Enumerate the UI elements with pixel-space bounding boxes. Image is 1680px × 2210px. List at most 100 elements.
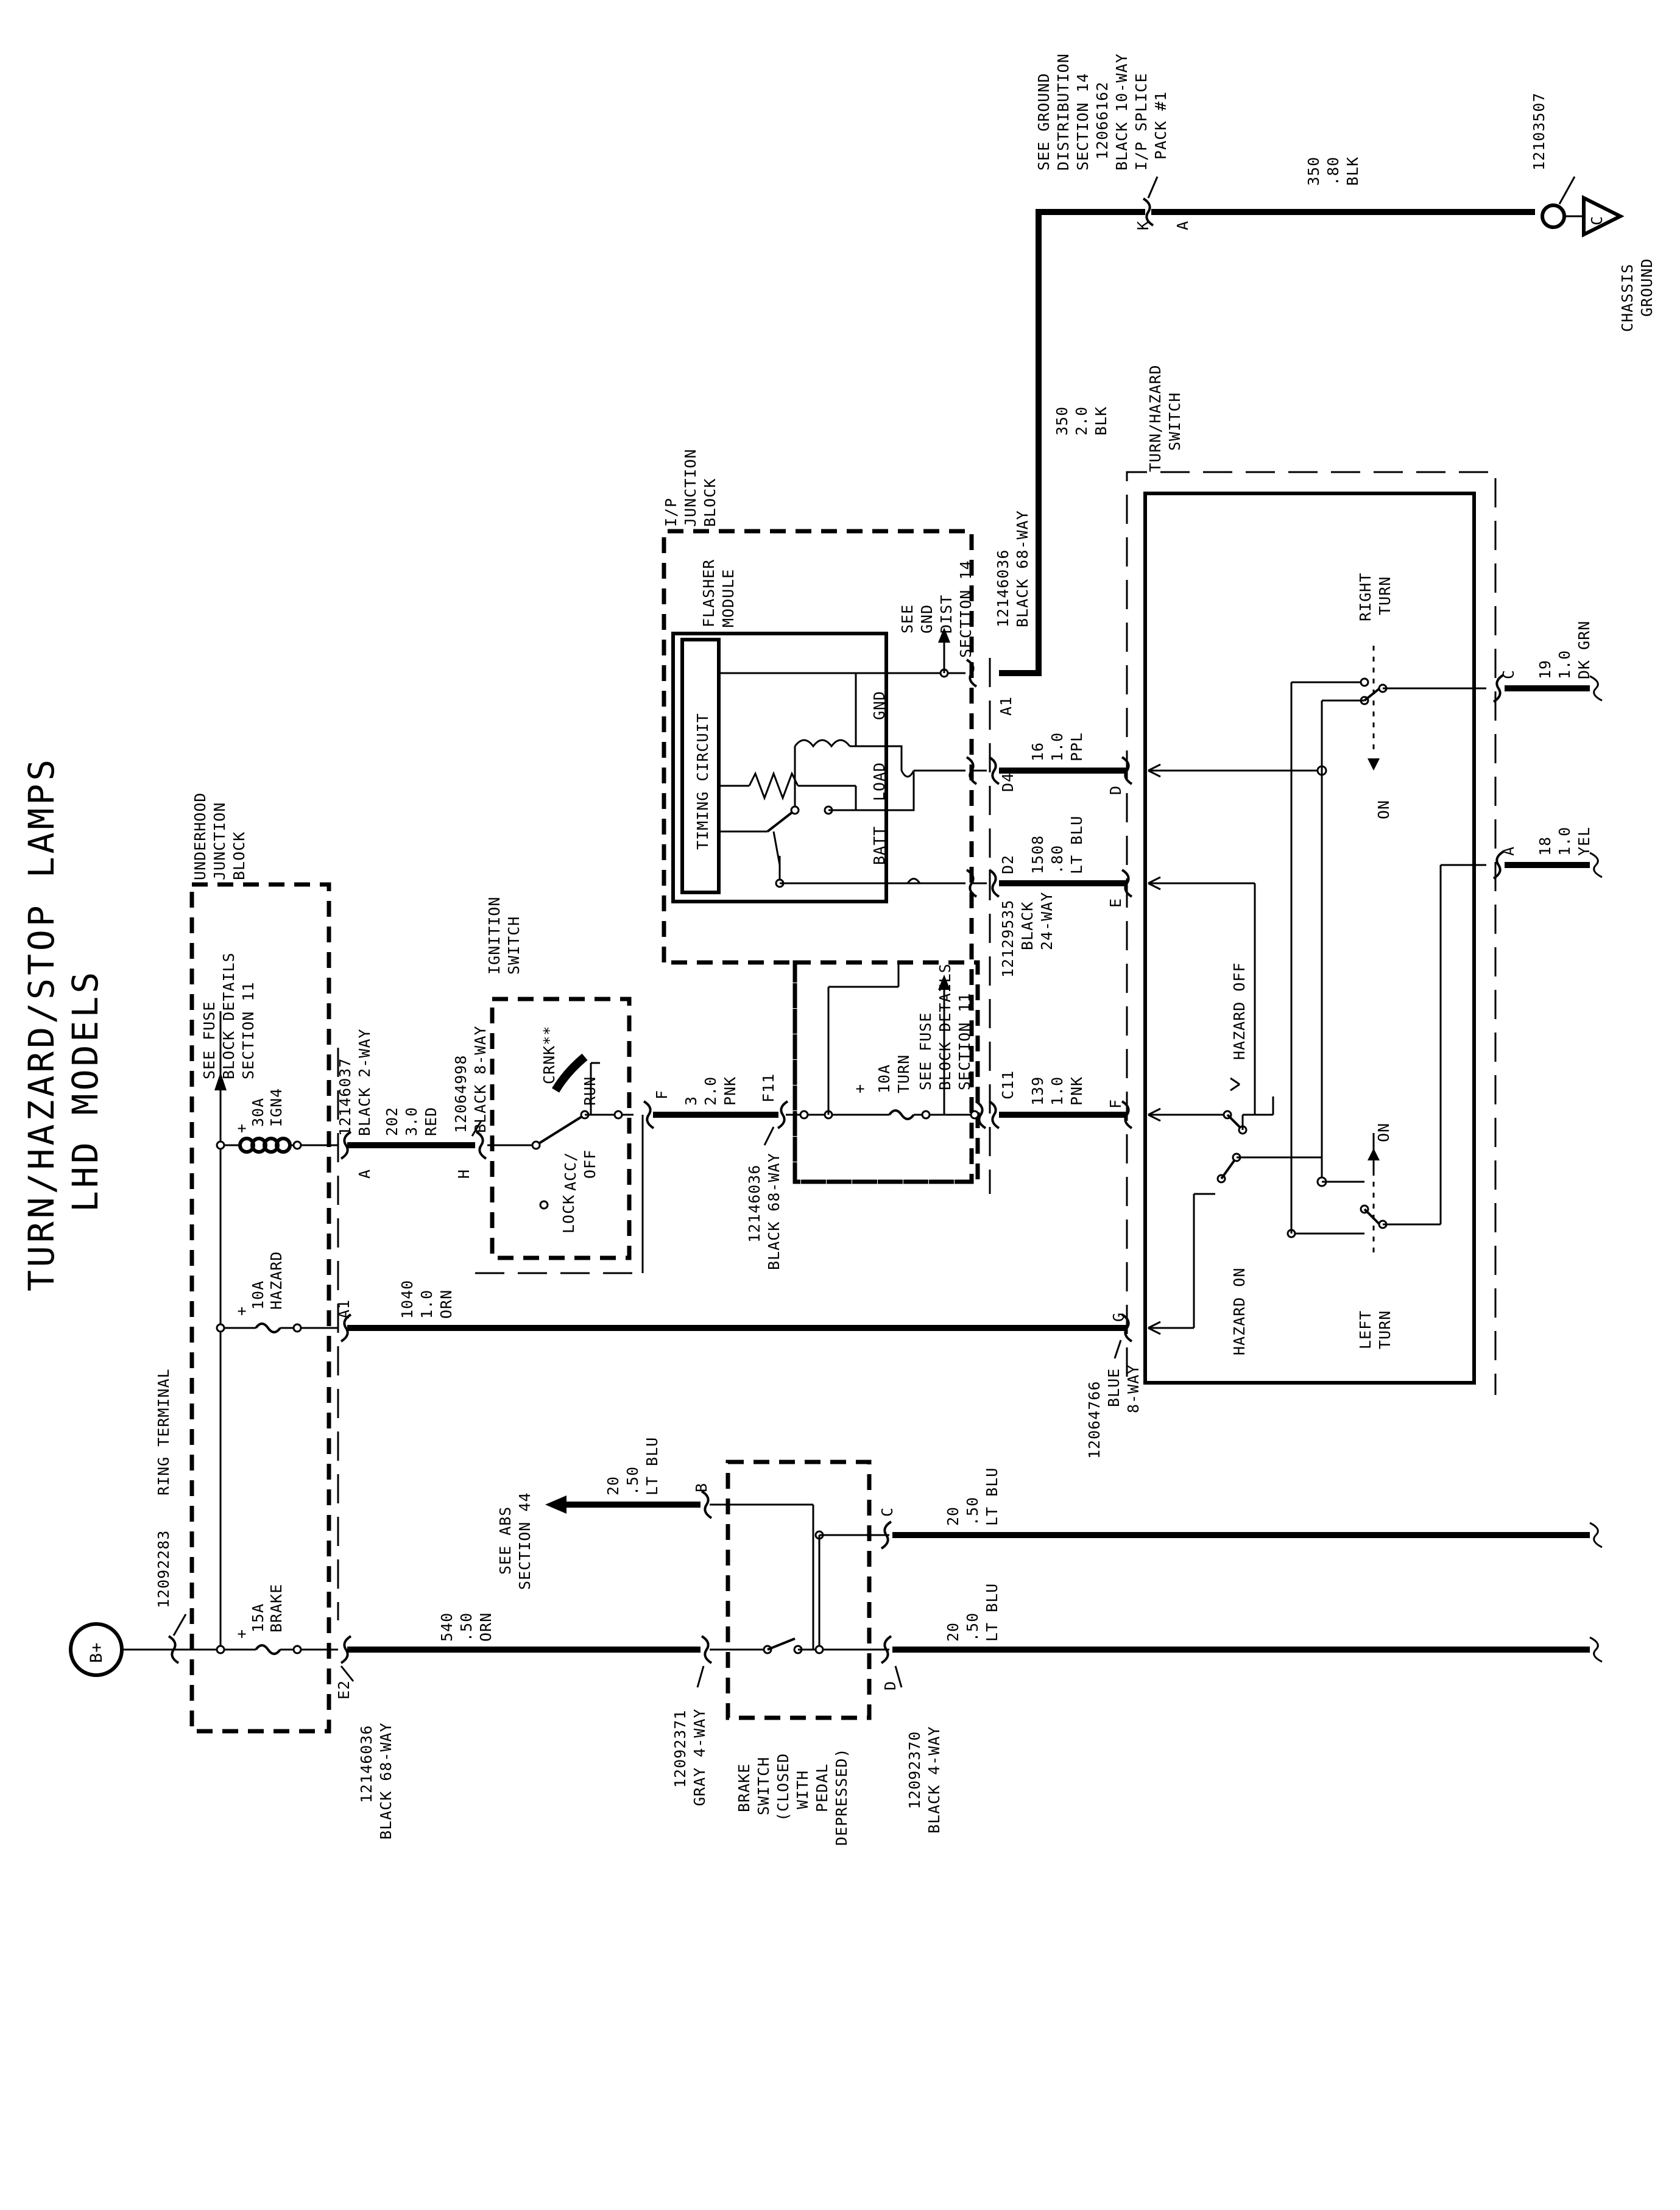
gnd-note-3: DIST	[937, 595, 955, 634]
ip-connector-mid-ways: 24-WAY	[1038, 892, 1056, 950]
ignition-connector-desc: BLACK 8-WAY	[471, 1025, 489, 1133]
wire-1508-color: LT BLU	[1068, 816, 1085, 874]
wire-19-color: DK GRN	[1575, 621, 1593, 679]
ignition-off: OFF	[581, 1149, 599, 1179]
hazard-on-label: HAZARD ON	[1230, 1268, 1248, 1355]
wire-1040-color: ORN	[437, 1290, 455, 1319]
brake-pin-c: C	[878, 1507, 896, 1517]
battery-label: B+	[87, 1642, 106, 1663]
ignition-switch: H 12064998 BLACK 8-WAY IGNITION SWITCH L…	[452, 897, 671, 1274]
ground-eyelet-part: 12103507	[1530, 93, 1548, 171]
turn-fuse-plus: +	[851, 1084, 869, 1093]
relay-coil	[794, 739, 851, 748]
wire-20b-gauge: .50	[964, 1497, 981, 1526]
wire-350-color: BLK	[1092, 406, 1110, 436]
title-line-1: TURN/HAZARD/STOP LAMPS	[21, 757, 62, 1291]
fuse-note-3: SECTION 11	[239, 981, 257, 1079]
wire-20c-color: LT BLU	[983, 1583, 1001, 1642]
pin-e2-label: E2	[335, 1680, 353, 1700]
ip-name-1: I/P	[662, 498, 680, 527]
ground-pin-a: A	[1174, 221, 1191, 230]
ignition-switch-outline	[490, 997, 632, 1260]
wire-350b-color: BLK	[1344, 157, 1361, 186]
brake-desc-2: SWITCH	[755, 1757, 772, 1815]
ip-block-outline	[662, 529, 974, 1184]
fuse-note-2: BLOCK DETAILS	[220, 952, 238, 1079]
connector-12146036-desc: BLACK 68-WAY	[377, 1722, 395, 1840]
brake-desc-3: (CLOSED	[774, 1753, 792, 1821]
chassis-ground-name-2: GROUND	[1638, 258, 1656, 317]
plus-sign: +	[233, 1306, 250, 1316]
wire-19-circuit: 19	[1536, 660, 1554, 679]
flasher-module-outline	[671, 632, 888, 903]
wire-18-circuit: 18	[1536, 836, 1554, 856]
brake-switch-outline	[725, 1460, 872, 1720]
wire-3-color: PNK	[721, 1076, 739, 1106]
underhood-block-outline	[189, 882, 331, 1734]
wire-540-color: ORN	[477, 1612, 495, 1642]
wire-350-gauge: 2.0	[1073, 406, 1090, 436]
ground-symbol-letter: C	[1588, 216, 1606, 225]
turn-switch-connector-ways: 8-WAY	[1124, 1364, 1142, 1413]
splice-note-7: PACK #1	[1152, 91, 1170, 160]
ip-connector-bottom-part: 12146036	[746, 1165, 763, 1243]
flasher-term-batt: BATT	[870, 826, 888, 865]
brake-connector-out-part: 12092370	[906, 1731, 923, 1809]
flasher-name-2: MODULE	[719, 569, 737, 627]
splice-note-6: I/P SPLICE	[1132, 72, 1150, 171]
turn-switch-pin-e: E	[1107, 898, 1124, 908]
brake-connector-out-desc: BLACK 4-WAY	[925, 1726, 943, 1834]
underhood-name-2: JUNCTION	[211, 802, 228, 880]
pin-a-label: A	[356, 1169, 373, 1179]
ip-connector-mid-part: 12129535	[999, 900, 1017, 978]
wire-16-circuit: 16	[1029, 742, 1046, 761]
splice-note-5: BLACK 10-WAY	[1113, 53, 1131, 171]
fuse-note-1: SEE FUSE	[200, 1001, 218, 1079]
wire-18-gauge: 1.0	[1556, 827, 1573, 856]
ignition-acc: ACC/	[562, 1152, 579, 1191]
wire-20c-circuit: 20	[944, 1622, 962, 1642]
turn-switch-connector-part: 12064766	[1085, 1381, 1103, 1459]
ip-connector-top-desc: BLACK 68-WAY	[1014, 510, 1031, 627]
connector-12146036-part: 12146036	[358, 1725, 375, 1803]
ground-eyelet-icon	[1541, 203, 1566, 229]
flasher-contact	[766, 809, 796, 833]
turn-fuse-name: TURN	[895, 1054, 912, 1093]
ip-name-2: JUNCTION	[682, 449, 699, 527]
wire-202-circuit: 202	[383, 1107, 401, 1136]
turn-switch-pin-f: F	[1107, 1099, 1124, 1109]
ip-connector-top-part: 12146036	[994, 549, 1012, 627]
turn-hazard-switch: TURN/HAZARD SWITCH D E F G 12064766 BLUE…	[1085, 364, 1603, 1459]
timing-circuit-box	[680, 638, 721, 894]
pin-c11-label: C11	[999, 1070, 1017, 1100]
turn-fuse-note-2: BLOCK DETAILS	[936, 963, 954, 1090]
gnd-note-2: GND	[918, 604, 936, 634]
brake-pin-d: D	[881, 1681, 899, 1690]
underhood-name-1: UNDERHOOD	[191, 793, 209, 880]
fuse-30a-name: IGN4	[267, 1088, 285, 1127]
wire-20a-gauge: .50	[624, 1466, 641, 1495]
underhood-junction-block: SEE FUSE BLOCK DETAILS SECTION 11 UNDERH…	[189, 793, 395, 1840]
plus-sign: +	[233, 1629, 250, 1639]
wire-1040-circuit: 1040	[398, 1280, 416, 1319]
wire-19-gauge: 1.0	[1556, 650, 1573, 679]
pin-a1-label: A1	[335, 1299, 353, 1319]
ground-path: 350 2.0 BLK 350 .80 BLK K A SEE GROUND D…	[999, 53, 1656, 676]
turn-switch-name-1: TURN/HAZARD	[1146, 364, 1164, 472]
wire-3: 3 2.0 PNK F11 12146036 BLACK 68-WAY	[653, 1073, 789, 1270]
turn-switch-pin-d: D	[1107, 785, 1124, 795]
splice-note-2: DISTRIBUTION	[1054, 53, 1072, 171]
wire-3-gauge: 2.0	[702, 1076, 719, 1106]
wire-350b-circuit: 350	[1305, 157, 1322, 186]
battery-terminal: B+ 12092283 RING TERMINAL	[69, 1368, 219, 1677]
pin-d4-label: D4	[999, 772, 1017, 792]
wire-1508-gauge: .80	[1048, 845, 1066, 874]
turn-switch-pin-c: C	[1500, 669, 1517, 679]
pin-d2-label: D2	[999, 855, 1017, 874]
resistor	[748, 771, 799, 801]
abs-note-1: SEE ABS	[496, 1506, 514, 1575]
ip-junction-block: I/P JUNCTION BLOCK FLASHER MODULE TIMING…	[662, 449, 1056, 1194]
wire-139-circuit: 139	[1029, 1076, 1046, 1106]
pin-f11-label: F11	[760, 1073, 777, 1103]
